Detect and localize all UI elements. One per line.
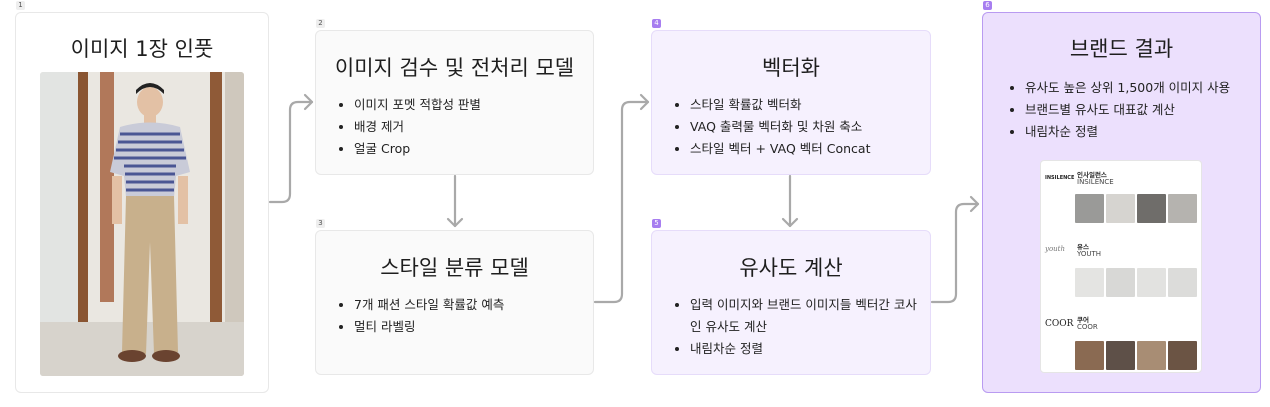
brand-image: [1106, 194, 1135, 223]
list-item: 유사도 높은 상위 1,500개 이미지 사용: [1025, 77, 1230, 99]
list-item: 내림차순 정렬: [690, 338, 926, 360]
step-title: 이미지 검수 및 전처리 모델: [334, 56, 575, 80]
step-title: 벡터화: [762, 56, 820, 80]
brand-image: [1168, 341, 1197, 370]
list-item: VAQ 출력물 벡터화 및 차원 축소: [690, 116, 871, 138]
list-item: 스타일 벡터 + VAQ 벡터 Concat: [690, 138, 871, 160]
arrow-3-to-4: [593, 100, 650, 304]
brand-name: 유스: [1077, 243, 1089, 251]
step-title: 스타일 분류 모델: [380, 256, 529, 280]
brand-logo: COOR: [1045, 319, 1074, 329]
brand-image: [1075, 341, 1104, 370]
brand-image: [1168, 268, 1197, 297]
brand-image: [1137, 194, 1166, 223]
step-3-list: 7개 패션 스타일 확률값 예측 멀티 라벨링: [336, 294, 504, 338]
step-title: 브랜드 결과: [1069, 37, 1174, 61]
step-number: 3: [316, 219, 325, 228]
step-4-box: 벡터화 스타일 확률값 벡터화 VAQ 출력물 벡터화 및 차원 축소 스타일 …: [651, 30, 931, 175]
step-5-list: 입력 이미지와 브랜드 이미지들 벡터간 코사인 유사도 계산 내림차순 정렬: [672, 294, 926, 360]
step-number: 4: [652, 19, 661, 28]
brand-image: [1075, 268, 1104, 297]
brand-name-en: INSILENCE: [1077, 178, 1114, 186]
arrow-3-to-4-head: [639, 93, 650, 111]
list-item: 배경 제거: [354, 116, 481, 138]
step-number: 2: [316, 19, 325, 28]
brand-result-card: INSILENCE 인사일런스 INSILENCE youth 유스 YOUTH…: [1040, 160, 1202, 373]
brand-image: [1137, 268, 1166, 297]
step-5-box: 유사도 계산 입력 이미지와 브랜드 이미지들 벡터간 코사인 유사도 계산 내…: [651, 230, 931, 375]
brand-logo: INSILENCE: [1045, 175, 1075, 181]
input-photo: [40, 72, 244, 376]
list-item: 멀티 라벨링: [354, 316, 504, 338]
step-number: 1: [16, 1, 25, 10]
arrow-2-to-3-head: [446, 217, 464, 228]
arrow-5-to-6: [930, 202, 980, 304]
list-item: 입력 이미지와 브랜드 이미지들 벡터간 코사인 유사도 계산: [690, 294, 926, 338]
brand-name-en: YOUTH: [1077, 250, 1102, 258]
brand-image: [1106, 268, 1135, 297]
list-item: 스타일 확률값 벡터화: [690, 94, 871, 116]
list-item: 브랜드별 유사도 대표값 계산: [1025, 99, 1230, 121]
list-item: 내림차순 정렬: [1025, 121, 1230, 143]
brand-image: [1075, 194, 1104, 223]
brand-image: [1168, 194, 1197, 223]
step-2-list: 이미지 포멧 적합성 판별 배경 제거 얼굴 Crop: [336, 94, 481, 160]
brand-image: [1106, 341, 1135, 370]
step-6-list: 유사도 높은 상위 1,500개 이미지 사용 브랜드별 유사도 대표값 계산 …: [1007, 77, 1230, 143]
brand-name: 인사일런스: [1077, 171, 1107, 179]
list-item: 얼굴 Crop: [354, 138, 481, 160]
step-4-list: 스타일 확률값 벡터화 VAQ 출력물 벡터화 및 차원 축소 스타일 벡터 +…: [672, 94, 871, 160]
step-3-box: 스타일 분류 모델 7개 패션 스타일 확률값 예측 멀티 라벨링: [315, 230, 594, 375]
step-number: 5: [652, 219, 661, 228]
arrow-1-to-2: [268, 100, 314, 204]
step-number: 6: [983, 1, 992, 10]
list-item: 이미지 포멧 적합성 판별: [354, 94, 481, 116]
brand-name: 쿠어: [1077, 316, 1089, 324]
brand-logo: youth: [1045, 245, 1065, 253]
step-2-box: 이미지 검수 및 전처리 모델 이미지 포멧 적합성 판별 배경 제거 얼굴 C…: [315, 30, 594, 175]
brand-image: [1137, 341, 1166, 370]
list-item: 7개 패션 스타일 확률값 예측: [354, 294, 504, 316]
brand-name-en: COOR: [1077, 323, 1098, 331]
arrow-4-to-5-head: [781, 217, 799, 228]
step-title: 이미지 1장 인풋: [70, 37, 214, 61]
arrow-5-to-6-head: [969, 195, 980, 213]
step-title: 유사도 계산: [739, 256, 843, 280]
arrow-1-to-2-head: [303, 93, 314, 111]
